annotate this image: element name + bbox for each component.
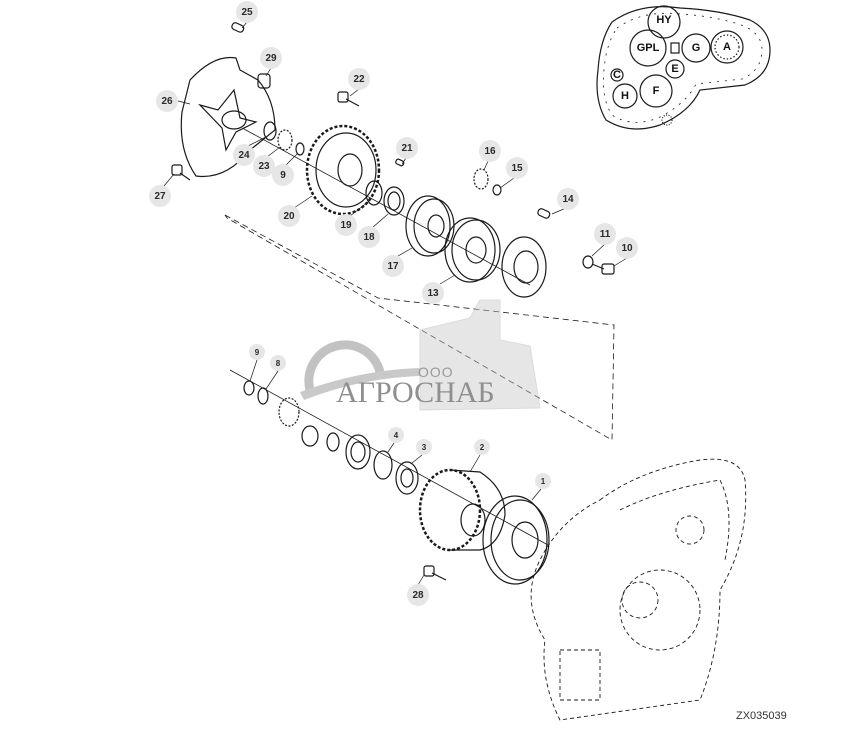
part-callout-17: 17 [382,255,404,277]
part-callout-13: 13 [422,282,444,304]
part-callout-16: 16 [479,140,501,162]
inset-label-a: A [723,41,731,53]
part-callout-11: 11 [594,223,616,245]
flange-1-icon [482,495,550,585]
inset-label-gpl: GPL [636,42,660,54]
part-callout-2: 2 [474,439,490,455]
part-callout-22: 22 [348,68,370,90]
inset-gearbox-icon [596,5,771,130]
inset-label-hy: HY [656,14,672,26]
part-callout-19: 19 [335,214,357,236]
part-callout-4: 4 [388,427,404,443]
part-callout-20: 20 [278,205,300,227]
inset-label-e: E [671,63,679,75]
part-callout-18: 18 [358,226,380,248]
part-callout-9: 9 [249,344,265,360]
part-callout-25: 25 [236,1,258,23]
inset-label-g: G [691,42,701,54]
part-callout-28: 28 [407,584,429,606]
watermark-prefix: ООО [418,364,454,380]
part-callout-24: 24 [233,144,255,166]
part-callout-29: 29 [260,47,282,69]
watermark-company-name: АГРОСНАБ [336,376,495,409]
inset-label-f: F [652,85,660,97]
part-callout-26: 26 [156,90,178,112]
figure-id: ZX035039 [736,710,787,722]
part-callout-1: 1 [535,473,551,489]
part-callout-15: 15 [506,157,528,179]
part-callout-3: 3 [416,439,432,455]
part-callout-21: 21 [396,137,418,159]
part-callout-8: 8 [270,355,286,371]
hub-17-icon [405,195,455,257]
part-callout-9: 9 [272,164,294,186]
part-callout-23: 23 [253,155,275,177]
carrier-13-icon [444,217,501,283]
part-callout-27: 27 [149,185,171,207]
part-callout-10: 10 [616,237,638,259]
inset-label-h: H [621,90,629,102]
watermark-logo-icon [300,299,541,411]
inset-label-c: C [613,69,621,81]
part-callout-14: 14 [557,188,579,210]
drum-gear-2-icon [418,468,506,552]
transmission-housing-icon [530,458,747,721]
